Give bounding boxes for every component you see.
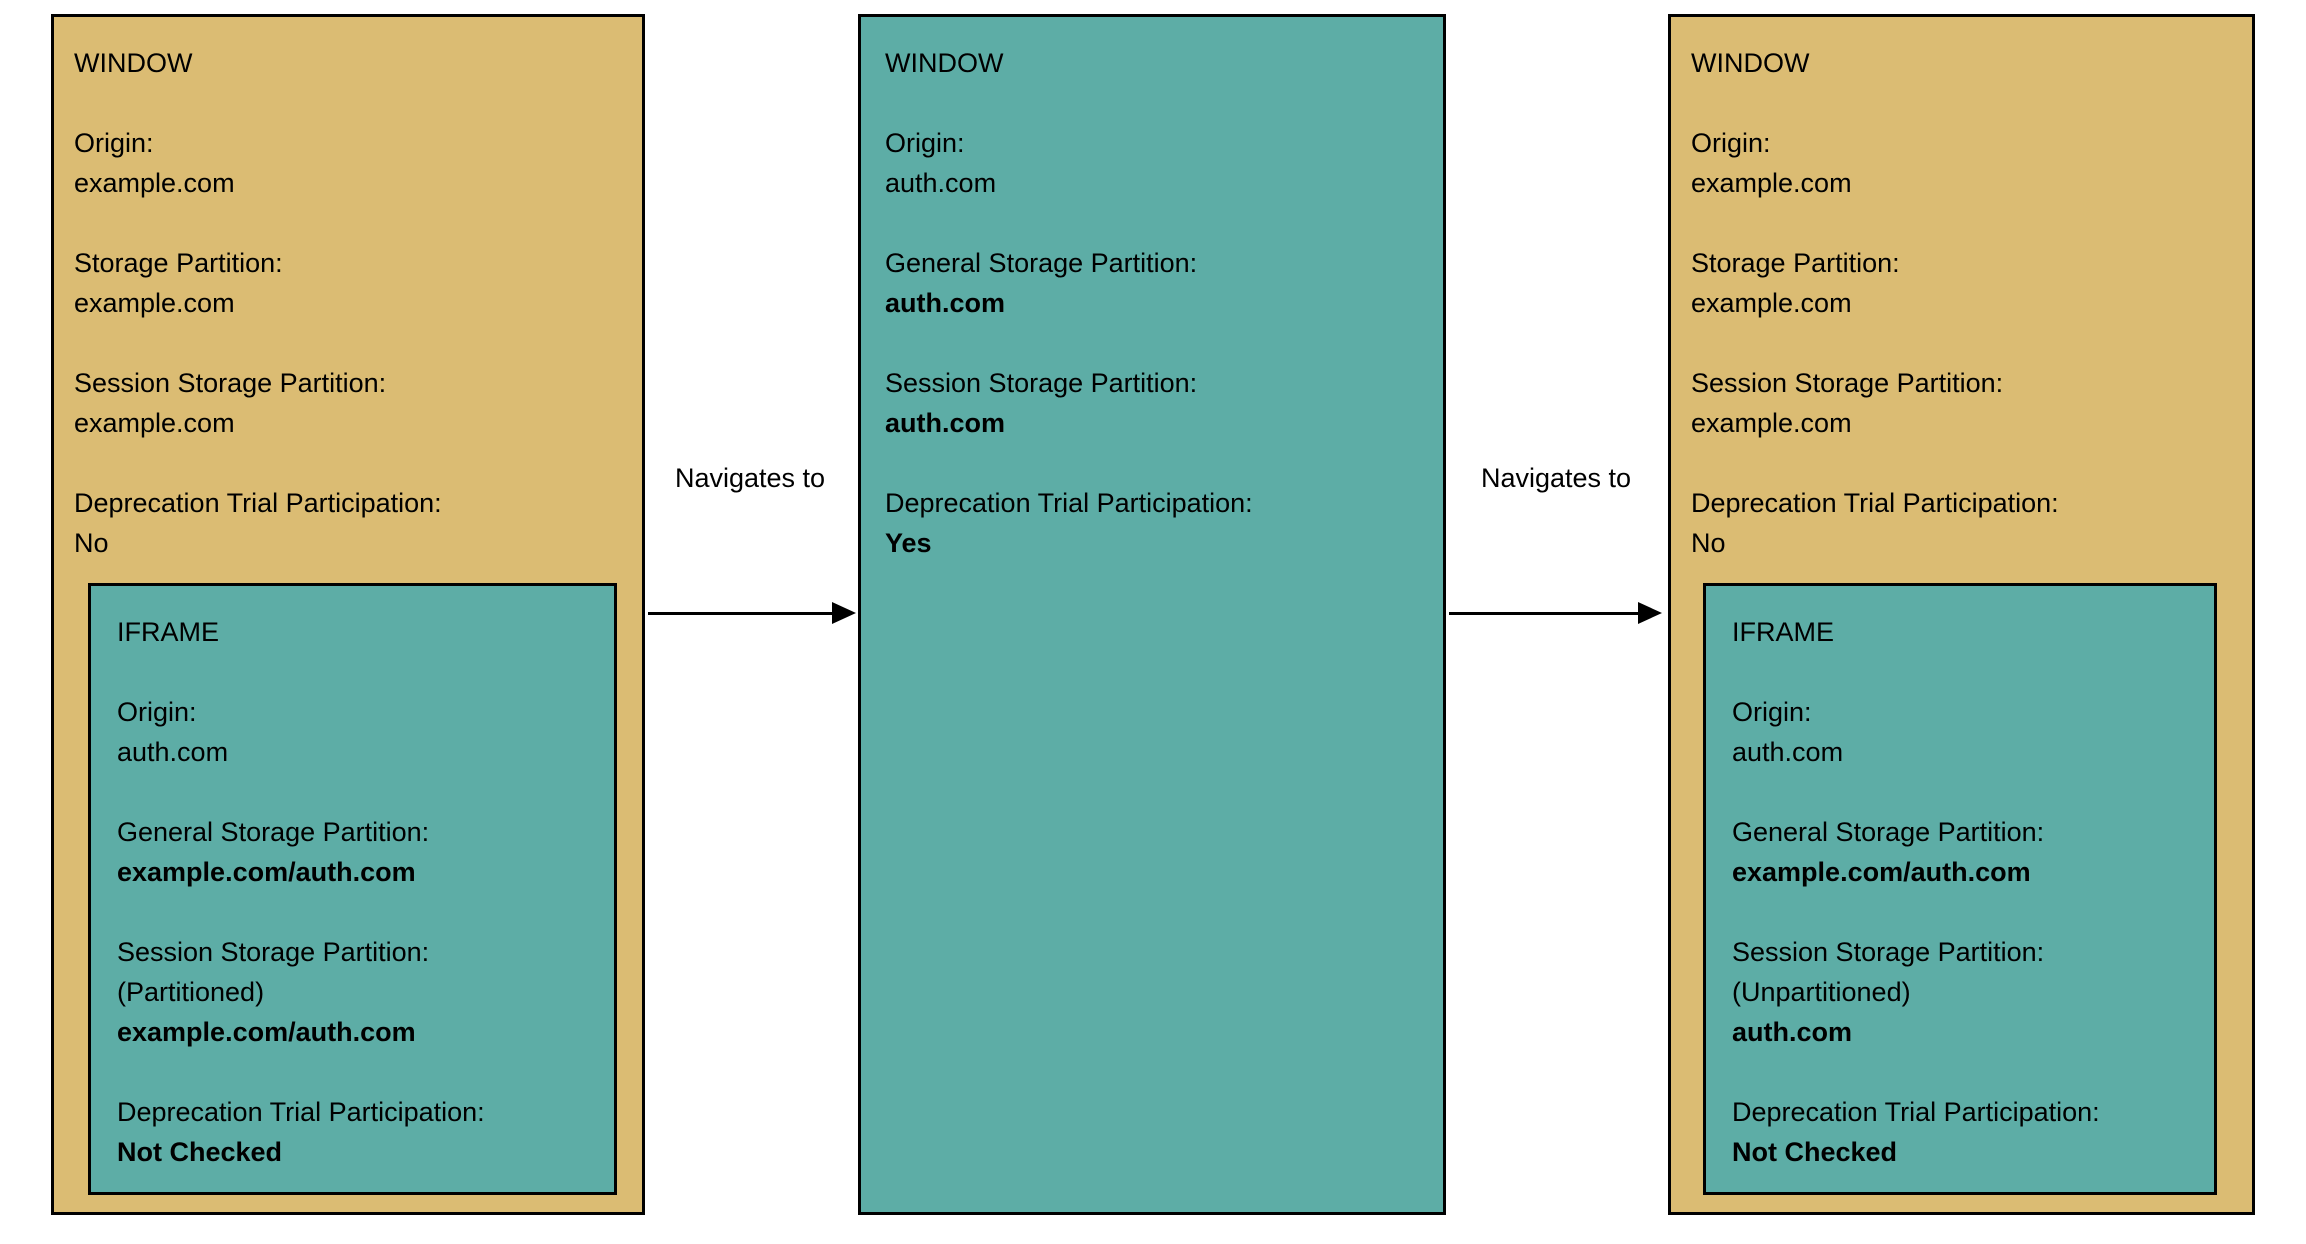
field-value: example.com: [1691, 408, 1852, 438]
field-deprecation-trial: Deprecation Trial Participation: Yes: [885, 483, 1425, 563]
field-session-storage-partition: Session Storage Partition: (Partitioned)…: [117, 932, 596, 1052]
field-label: Deprecation Trial Participation:: [117, 1097, 485, 1127]
field-general-storage-partition: General Storage Partition: auth.com: [885, 243, 1425, 323]
field-value: auth.com: [885, 288, 1006, 318]
field-value: auth.com: [885, 408, 1006, 438]
iframe-title: IFRAME: [117, 617, 220, 647]
field-note: (Partitioned): [117, 977, 265, 1007]
field-label: Session Storage Partition:: [117, 937, 430, 967]
field-session-storage-partition: Session Storage Partition: example.com: [74, 363, 624, 443]
field-deprecation-trial: Deprecation Trial Participation: Not Che…: [1732, 1092, 2196, 1172]
field-value: example.com: [74, 408, 235, 438]
field-label: Storage Partition:: [1691, 248, 1900, 278]
field-label: Deprecation Trial Participation:: [1691, 488, 2059, 518]
navigates-to-label: Navigates to: [674, 463, 826, 493]
field-label: Origin:: [1732, 697, 1812, 727]
window-box-auth: WINDOW Origin: auth.com General Storage …: [858, 14, 1446, 1215]
field-label: Origin:: [74, 128, 154, 158]
field-label: General Storage Partition:: [117, 817, 430, 847]
field-session-storage-partition: Session Storage Partition: auth.com: [885, 363, 1425, 443]
field-label: Deprecation Trial Participation:: [1732, 1097, 2100, 1127]
field-value: auth.com: [1732, 1017, 1853, 1047]
field-label: Session Storage Partition:: [74, 368, 387, 398]
field-deprecation-trial: Deprecation Trial Participation: Not Che…: [117, 1092, 596, 1172]
navigates-to-label: Navigates to: [1480, 463, 1632, 493]
field-value: example.com/auth.com: [117, 857, 416, 887]
field-origin: Origin: example.com: [74, 123, 624, 203]
iframe-box-auth-partitioned: IFRAME Origin: auth.com General Storage …: [88, 583, 617, 1195]
field-note: (Unpartitioned): [1732, 977, 1911, 1007]
field-value: Yes: [885, 528, 932, 558]
field-session-storage-partition: Session Storage Partition: (Unpartitione…: [1732, 932, 2196, 1052]
field-value: example.com: [1691, 168, 1852, 198]
field-label: Origin:: [1691, 128, 1771, 158]
field-label: Session Storage Partition:: [1732, 937, 2045, 967]
field-label: Origin:: [117, 697, 197, 727]
field-general-storage-partition: General Storage Partition: example.com/a…: [117, 812, 596, 892]
field-label: Session Storage Partition:: [1691, 368, 2004, 398]
iframe-title: IFRAME: [1732, 617, 1835, 647]
field-label: Storage Partition:: [74, 248, 283, 278]
window-title: WINDOW: [74, 48, 193, 78]
field-value: example.com: [1691, 288, 1852, 318]
field-label: General Storage Partition:: [885, 248, 1198, 278]
field-value: auth.com: [117, 737, 229, 767]
window-title: WINDOW: [885, 48, 1004, 78]
field-session-storage-partition: Session Storage Partition: example.com: [1691, 363, 2234, 443]
arrow-head-icon: [832, 602, 856, 624]
field-value: Not Checked: [117, 1137, 283, 1167]
arrow-line: [648, 612, 832, 615]
field-value: example.com/auth.com: [117, 1017, 416, 1047]
window-box-example-before: WINDOW Origin: example.com Storage Parti…: [51, 14, 645, 1215]
field-label: Deprecation Trial Participation:: [74, 488, 442, 518]
field-general-storage-partition: General Storage Partition: example.com/a…: [1732, 812, 2196, 892]
field-label: Origin:: [885, 128, 965, 158]
field-origin: Origin: example.com: [1691, 123, 2234, 203]
field-value: auth.com: [885, 168, 997, 198]
field-value: No: [1691, 528, 1726, 558]
field-origin: Origin: auth.com: [117, 692, 596, 772]
field-label: Session Storage Partition:: [885, 368, 1198, 398]
field-deprecation-trial: Deprecation Trial Participation: No: [74, 483, 624, 563]
field-value: example.com/auth.com: [1732, 857, 2031, 887]
field-deprecation-trial: Deprecation Trial Participation: No: [1691, 483, 2234, 563]
window-box-example-after: WINDOW Origin: example.com Storage Parti…: [1668, 14, 2255, 1215]
field-value: auth.com: [1732, 737, 1844, 767]
field-storage-partition: Storage Partition: example.com: [1691, 243, 2234, 323]
arrow-head-icon: [1638, 602, 1662, 624]
iframe-box-auth-unpartitioned: IFRAME Origin: auth.com General Storage …: [1703, 583, 2217, 1195]
field-label: Deprecation Trial Participation:: [885, 488, 1253, 518]
field-origin: Origin: auth.com: [885, 123, 1425, 203]
field-label: General Storage Partition:: [1732, 817, 2045, 847]
field-value: No: [74, 528, 109, 558]
field-origin: Origin: auth.com: [1732, 692, 2196, 772]
arrow-line: [1449, 612, 1638, 615]
field-value: example.com: [74, 288, 235, 318]
field-value: example.com: [74, 168, 235, 198]
field-storage-partition: Storage Partition: example.com: [74, 243, 624, 323]
window-title: WINDOW: [1691, 48, 1810, 78]
field-value: Not Checked: [1732, 1137, 1898, 1167]
